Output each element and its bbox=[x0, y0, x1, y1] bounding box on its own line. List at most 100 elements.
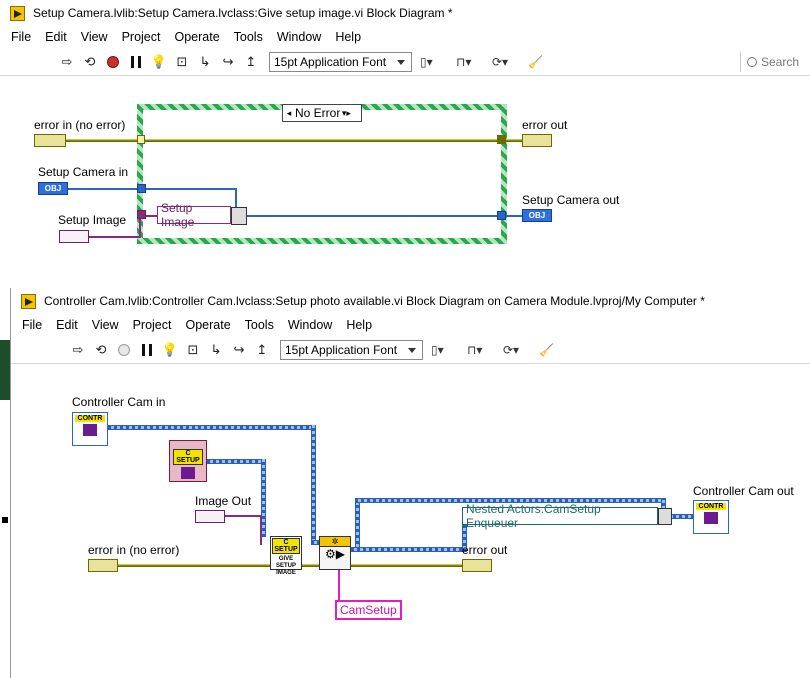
reorder-icon[interactable]: ⟳▾ bbox=[492, 54, 509, 69]
class-wire-setup[interactable] bbox=[207, 459, 265, 464]
error-wire-in[interactable] bbox=[118, 564, 278, 567]
menu-bar: File Edit View Project Operate Tools Win… bbox=[0, 26, 810, 48]
menu-view[interactable]: View bbox=[91, 318, 119, 332]
align-objects-icon[interactable]: ▯▾ bbox=[420, 54, 433, 69]
setup-camera-out-terminal[interactable]: OBJ bbox=[522, 209, 552, 222]
menu-project[interactable]: Project bbox=[132, 318, 172, 332]
picture-wire-down[interactable] bbox=[260, 515, 262, 545]
error-wire-out[interactable] bbox=[302, 564, 462, 567]
menu-view[interactable]: View bbox=[80, 30, 108, 44]
class-wire-controller-top[interactable] bbox=[108, 425, 316, 430]
class-wire-controller-down[interactable] bbox=[311, 425, 316, 545]
cleanup-diagram-icon[interactable]: 🧹 bbox=[528, 54, 543, 69]
controller-cam-out-terminal[interactable]: CONTR bbox=[693, 500, 729, 534]
enqueuer-property-node[interactable]: Nested Actors.CamSetup Enqueuer bbox=[462, 502, 658, 530]
unbundle-by-name-node[interactable]: Setup Image bbox=[157, 201, 231, 229]
class-wire-setup-down[interactable] bbox=[261, 459, 266, 537]
menu-tools[interactable]: Tools bbox=[244, 318, 274, 332]
title-bar: Controller Cam.lvlib:Controller Cam.lvcl… bbox=[11, 288, 810, 314]
step-into-icon[interactable]: ↳ bbox=[199, 53, 211, 69]
case-next-icon[interactable]: ▾▸ bbox=[341, 107, 351, 118]
run-arrow-icon[interactable]: ⇨ bbox=[72, 341, 84, 357]
error-out-terminal[interactable] bbox=[522, 134, 552, 147]
picture-wire-up[interactable] bbox=[139, 215, 141, 238]
give-setup-image-subvi[interactable]: C SETUP GIVE SETUP IMAGE bbox=[270, 536, 302, 576]
picture-wire[interactable] bbox=[225, 515, 262, 517]
class-wire-controller-in[interactable] bbox=[311, 540, 321, 545]
setup-image-label: Setup Image bbox=[58, 213, 127, 227]
font-selector[interactable]: 15pt Application Font bbox=[280, 339, 423, 360]
error-out-label: error out bbox=[462, 543, 508, 557]
class-wire-up[interactable] bbox=[355, 498, 360, 550]
run-arrow-icon[interactable]: ⇨ bbox=[61, 53, 73, 69]
pause-icon[interactable] bbox=[138, 341, 156, 359]
menu-project[interactable]: Project bbox=[121, 30, 161, 44]
window-title: Controller Cam.lvlib:Controller Cam.lvcl… bbox=[44, 294, 705, 308]
object-wire-in[interactable] bbox=[68, 188, 236, 190]
object-wire-down[interactable] bbox=[235, 188, 237, 218]
step-into-icon[interactable]: ↳ bbox=[210, 341, 222, 357]
abort-icon[interactable] bbox=[104, 53, 122, 71]
run-continuously-icon[interactable]: ⟲ bbox=[95, 341, 107, 357]
class-wire-bottom[interactable] bbox=[351, 547, 466, 552]
retain-wire-values-icon[interactable]: ⊡ bbox=[176, 53, 188, 69]
distribute-objects-icon[interactable]: ⊓▾ bbox=[467, 342, 483, 357]
highlight-execution-icon[interactable]: 💡 bbox=[150, 53, 168, 69]
menu-edit[interactable]: Edit bbox=[56, 318, 78, 332]
error-in-terminal[interactable] bbox=[88, 559, 118, 572]
string-wire[interactable] bbox=[338, 570, 340, 600]
font-selector[interactable]: 15pt Application Font bbox=[269, 51, 412, 72]
error-tunnel-out bbox=[497, 135, 506, 144]
class-wire-bottom-up[interactable] bbox=[462, 512, 467, 552]
step-over-icon[interactable]: ↪ bbox=[222, 53, 234, 69]
step-out-icon[interactable]: ↥ bbox=[245, 53, 257, 69]
menu-help[interactable]: Help bbox=[335, 30, 362, 44]
setup-image-terminal[interactable] bbox=[59, 230, 89, 243]
picture-wire-to-unbundle[interactable] bbox=[139, 215, 157, 217]
bundle-node-icon[interactable] bbox=[231, 207, 247, 225]
class-wire-to-output[interactable] bbox=[661, 514, 693, 519]
menu-file[interactable]: File bbox=[11, 30, 32, 44]
camsetup-string-constant[interactable]: CamSetup bbox=[335, 600, 402, 620]
pause-icon[interactable] bbox=[127, 53, 145, 71]
image-out-terminal[interactable] bbox=[195, 510, 225, 523]
align-objects-icon[interactable]: ▯▾ bbox=[431, 342, 444, 357]
reorder-icon[interactable]: ⟳▾ bbox=[503, 342, 520, 357]
block-diagram-canvas-1[interactable]: error in (no error) Setup Camera in OBJ … bbox=[0, 76, 810, 290]
case-selector[interactable]: ◂ No Error ▾▸ bbox=[282, 104, 362, 122]
search-box[interactable]: Search bbox=[740, 52, 810, 72]
case-prev-icon[interactable]: ◂ bbox=[286, 107, 292, 118]
block-diagram-window-2: Controller Cam.lvlib:Controller Cam.lvcl… bbox=[10, 288, 810, 678]
abort-icon[interactable] bbox=[115, 341, 133, 359]
controller-cam-in-terminal[interactable]: CONTR bbox=[72, 412, 108, 446]
menu-help[interactable]: Help bbox=[346, 318, 373, 332]
step-over-icon[interactable]: ↪ bbox=[233, 341, 245, 357]
step-out-icon[interactable]: ↥ bbox=[256, 341, 268, 357]
highlight-execution-icon[interactable]: 💡 bbox=[161, 341, 179, 357]
controller-cam-in-label: Controller Cam in bbox=[72, 395, 166, 409]
picture-wire-in[interactable] bbox=[89, 236, 141, 238]
class-wire-top-right[interactable] bbox=[355, 498, 665, 503]
distribute-objects-icon[interactable]: ⊓▾ bbox=[456, 54, 472, 69]
object-wire-out[interactable] bbox=[245, 215, 522, 217]
menu-operate[interactable]: Operate bbox=[174, 30, 220, 44]
image-out-label: Image Out bbox=[195, 494, 252, 508]
menu-tools[interactable]: Tools bbox=[233, 30, 263, 44]
menu-window[interactable]: Window bbox=[276, 30, 322, 44]
menu-file[interactable]: File bbox=[22, 318, 43, 332]
menu-operate[interactable]: Operate bbox=[185, 318, 231, 332]
error-wire[interactable] bbox=[66, 139, 522, 142]
block-diagram-canvas-2[interactable]: Controller Cam in CONTR C SETUP Image Ou… bbox=[11, 364, 810, 678]
setup-camera-in-terminal[interactable]: OBJ bbox=[38, 182, 68, 195]
error-out-terminal[interactable] bbox=[462, 559, 492, 572]
menu-edit[interactable]: Edit bbox=[45, 30, 67, 44]
retain-wire-values-icon[interactable]: ⊡ bbox=[187, 341, 199, 357]
menu-window[interactable]: Window bbox=[287, 318, 333, 332]
send-message-subvi[interactable]: ✲ ⚙▶ bbox=[319, 536, 351, 570]
run-continuously-icon[interactable]: ⟲ bbox=[84, 53, 96, 69]
property-node-icon[interactable] bbox=[658, 508, 672, 525]
error-in-terminal[interactable] bbox=[34, 134, 66, 147]
setup-class-constant[interactable]: C SETUP bbox=[169, 440, 207, 482]
cleanup-diagram-icon[interactable]: 🧹 bbox=[539, 342, 554, 357]
labview-icon bbox=[10, 5, 25, 21]
